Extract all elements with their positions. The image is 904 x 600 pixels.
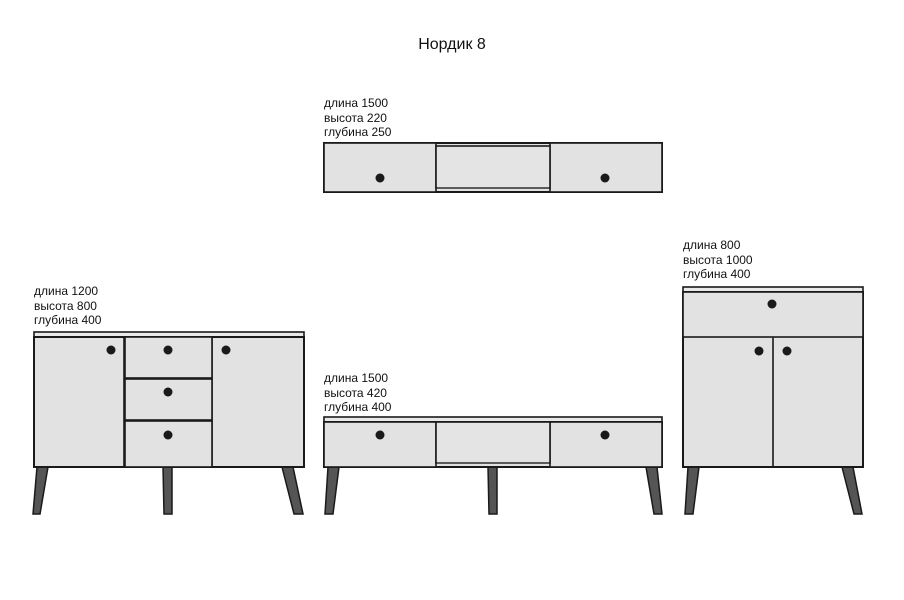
cabinet-depth: глубина 400 (683, 267, 751, 281)
commode-drawer-3-knob (163, 430, 173, 440)
commode-leg-middle (162, 466, 173, 515)
page-title: Нордик 8 (418, 36, 486, 53)
tv-stand-leg-middle (487, 466, 498, 515)
commode-drawer-2-knob (163, 387, 173, 397)
cabinet-leg-left (684, 466, 700, 515)
wall-shelf-left-flap (323, 142, 437, 193)
wall-shelf-height: высота 220 (324, 110, 387, 125)
wall-shelf-left-knob (375, 173, 385, 183)
commode (32, 331, 305, 515)
tv-stand-depth: глубина 400 (324, 400, 392, 414)
wall-shelf (323, 142, 663, 193)
cabinet-drawer (682, 291, 864, 338)
wall-shelf-depth: глубина 250 (324, 125, 392, 139)
tv-stand-right-drawer (549, 421, 663, 468)
commode-drawer-2 (124, 378, 213, 421)
cabinet-left-door-knob (754, 346, 764, 356)
tv-stand-height: высота 420 (324, 385, 387, 400)
tv-stand-left-drawer (323, 421, 437, 468)
commode-leg-front-left (32, 466, 49, 515)
tv-stand-dimensions: длина 1500 высота 420 глубина 400 (324, 371, 391, 415)
tv-stand (323, 416, 663, 515)
commode-height: высота 800 (34, 298, 97, 313)
commode-right-door-knob (221, 345, 231, 355)
wall-shelf-right-flap (549, 142, 663, 193)
tv-stand-leg-right (645, 466, 663, 515)
cabinet-length: длина 800 (683, 238, 741, 252)
cabinet-leg-right (841, 466, 863, 515)
tv-stand-open-niche (435, 421, 551, 464)
commode-leg-front-right (281, 466, 304, 515)
tv-stand-left-knob (375, 430, 385, 440)
wall-shelf-open-niche (435, 145, 551, 189)
tv-stand-leg-left (324, 466, 340, 515)
cabinet (682, 286, 864, 515)
commode-drawer-1-knob (163, 345, 173, 355)
cabinet-height: высота 1000 (683, 252, 753, 267)
commode-drawer-3 (124, 420, 213, 468)
wall-shelf-dimensions: длина 1500 высота 220 глубина 250 (324, 96, 391, 140)
cabinet-drawer-knob (767, 299, 777, 309)
commode-depth: глубина 400 (34, 313, 102, 327)
commode-drawer-1 (124, 336, 213, 379)
tv-stand-right-knob (600, 430, 610, 440)
wall-shelf-length: длина 1500 (324, 96, 389, 110)
tv-stand-length: длина 1500 (324, 371, 389, 385)
commode-dimensions: длина 1200 высота 800 глубина 400 (34, 284, 101, 328)
cabinet-dimensions: длина 800 высота 1000 глубина 400 (683, 238, 753, 282)
commode-length: длина 1200 (34, 284, 99, 298)
cabinet-right-door-knob (782, 346, 792, 356)
wall-shelf-right-knob (600, 173, 610, 183)
commode-left-door-knob (106, 345, 116, 355)
